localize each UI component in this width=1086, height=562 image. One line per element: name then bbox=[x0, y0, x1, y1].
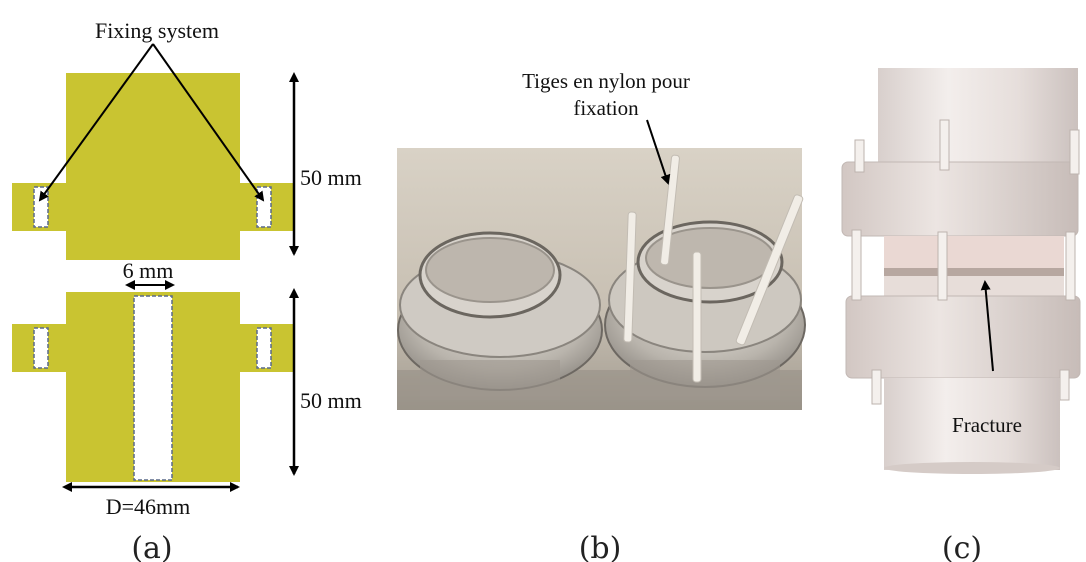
lower-cylinder bbox=[884, 378, 1060, 470]
left-holder-photo bbox=[397, 231, 603, 400]
panel-c-photo: Fracture (c) bbox=[841, 68, 1081, 562]
bottom-sample-holder bbox=[12, 292, 294, 482]
bottom-left-fixing-slot bbox=[33, 327, 49, 369]
diameter-label: D=46mm bbox=[106, 494, 191, 519]
upper-cylinder bbox=[878, 68, 1078, 178]
fixing-system-label: Fixing system bbox=[95, 18, 219, 43]
fracture-arrow bbox=[980, 280, 994, 372]
panel-a-schematic: Fixing system 50 mm 50 mm 6 mm D=46mm (a… bbox=[12, 18, 362, 562]
top-holder-body bbox=[66, 73, 240, 260]
slot-width-label: 6 mm bbox=[123, 258, 174, 283]
bottom-height-label: 50 mm bbox=[300, 388, 362, 413]
caption-b: (b) bbox=[579, 531, 622, 562]
nylon-rods-label-line1: Tiges en nylon pour bbox=[522, 69, 690, 93]
caption-a: (a) bbox=[131, 531, 172, 562]
fracture-band bbox=[884, 268, 1064, 276]
central-sample-slot bbox=[133, 295, 173, 481]
nylon-rod-4 bbox=[735, 194, 804, 346]
fixing-arrow-left bbox=[38, 43, 154, 202]
nylon-rod-2 bbox=[660, 154, 680, 266]
upper-ring bbox=[841, 161, 1079, 237]
nylon-rods-arrow bbox=[646, 119, 671, 185]
top-height-label: 50 mm bbox=[300, 165, 362, 190]
right-holder-photo bbox=[604, 154, 806, 400]
nylon-rod-1 bbox=[623, 211, 637, 343]
nylon-rods-label-line2: fixation bbox=[573, 96, 639, 120]
top-sample-holder bbox=[12, 73, 294, 260]
lower-ring bbox=[845, 295, 1081, 379]
caption-c: (c) bbox=[942, 531, 982, 562]
nylon-rod-3 bbox=[692, 251, 702, 383]
bottom-right-fixing-slot bbox=[256, 327, 272, 369]
fracture-label: Fracture bbox=[952, 413, 1022, 437]
panel-b-photo: Tiges en nylon pour fixation (b) bbox=[397, 69, 806, 562]
fixing-arrow-right bbox=[152, 43, 265, 202]
